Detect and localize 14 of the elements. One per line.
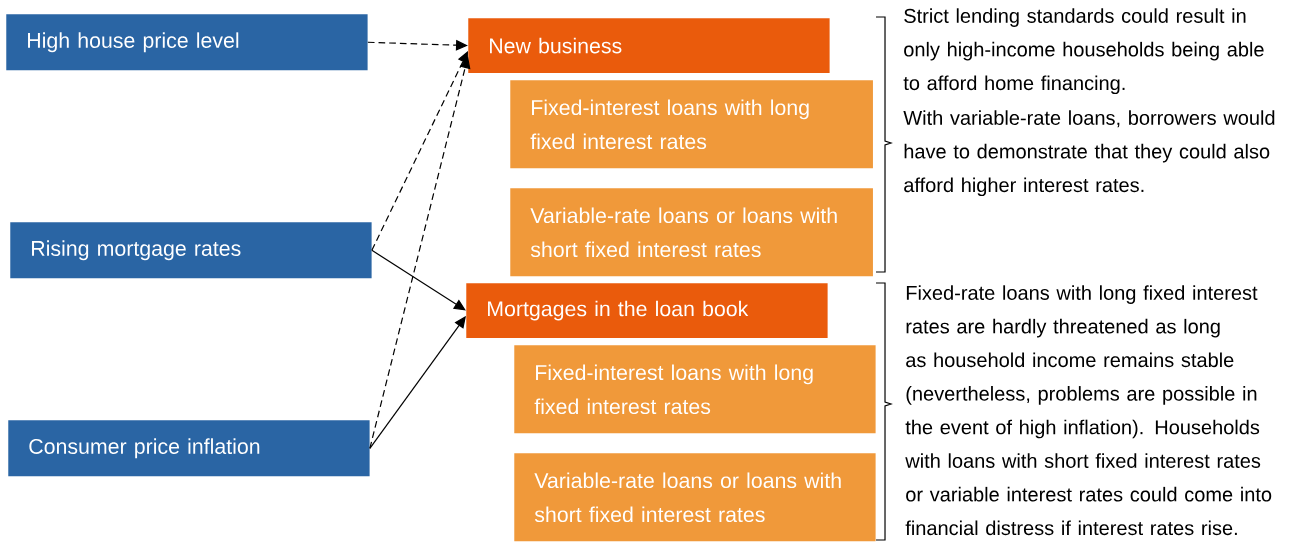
arrow	[367, 39, 468, 51]
loan-type-box: Variable-rate loans or loans with short fixed interest rates	[514, 453, 876, 542]
note-text: With variable-rate loans, borrowers would have to demonstrate that they could also afford higher interest rates.	[903, 110, 1275, 197]
arrow	[371, 249, 466, 311]
note-text: Fixed-rate loans with long fixed interest rates are hardly threatened as long as household income remains stable (nevertheless, problems are possible in the event of high inflation). Households with loans with short fixed interest rates or variable interest rates could come into financial distress if interest rates rise.	[905, 285, 1272, 536]
loan-type-box: Fixed-interest loans with long fixed interest rates	[514, 345, 876, 434]
category-box: Mortgages in the loan book	[466, 283, 828, 338]
cause-box: High house price level	[6, 14, 368, 71]
loan-type-box: Variable-rate loans or loans with short fixed interest rates	[510, 188, 873, 277]
loan-type-box: Fixed-interest loans with long fixed interest rates	[510, 80, 873, 169]
cause-box: Rising mortgage rates	[10, 222, 372, 279]
cause-box: Consumer price inflation	[8, 420, 370, 477]
note-text: Strict lending standards could result in only high-income households being able to afford home financing.	[903, 8, 1264, 95]
category-box: New business	[468, 18, 830, 73]
